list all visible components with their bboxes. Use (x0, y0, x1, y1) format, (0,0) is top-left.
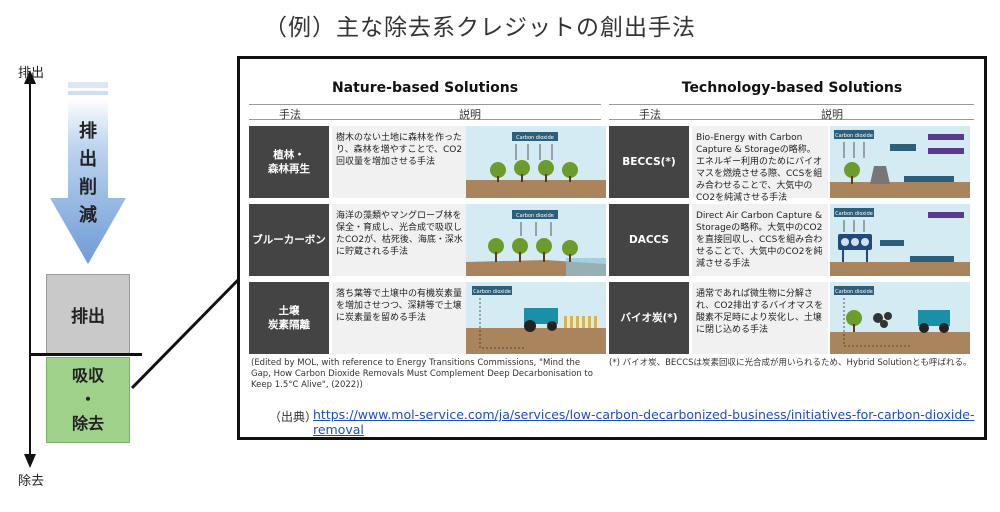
nature-footnote: (Edited by MOL, with reference to Energy… (251, 358, 593, 390)
emission-box-label: 排出 (71, 306, 105, 327)
baseline-divider (30, 353, 142, 356)
tech-row-label: バイオ炭(*) (609, 282, 689, 354)
removal-box: 吸収 ・ 除去 (46, 357, 130, 443)
tech-row-desc: Direct Air Carbon Capture & Storageの略称。大… (692, 204, 828, 276)
nature-row-label: ブルーカーボン (249, 204, 329, 276)
nature-row-desc: 海洋の藻類やマングローブ林を保全・育成し、光合成で吸収したCO2が、枯死後、海底… (332, 204, 468, 276)
img-tag: Carbon dioxide (516, 135, 554, 141)
tech-row-desc: 通常であれば微生物に分解され、CO2排出するバイオマスを酸素不足時により炭化し、… (692, 282, 828, 354)
tech-row-desc: Bio-Energy with Carbon Capture & Storage… (692, 126, 828, 203)
nature-row-desc: 樹木のない土地に森林を作ったり、森林を増やすことで、CO2回収量を増加させる手法 (332, 126, 468, 198)
reduction-label: 排出削減 (79, 121, 97, 226)
arrow-down-icon (24, 454, 36, 468)
daccs-illustration-icon: Carbon dioxide (830, 204, 970, 276)
tech-col-method: 手法 (639, 108, 661, 121)
reduction-arrow-icon (50, 82, 126, 264)
nature-header-row: 手法 説明 (249, 104, 601, 121)
removal-line-1: 吸収 (71, 366, 104, 385)
tech-row-label: BECCS(*) (609, 126, 689, 198)
nature-title: Nature-based Solutions (331, 80, 519, 96)
svg-text:Carbon dioxide: Carbon dioxide (516, 213, 554, 219)
nature-col-method: 手法 (279, 108, 301, 121)
emission-box: 排出 (46, 274, 130, 354)
soil-carbon-illustration-icon: Carbon dioxide (466, 282, 606, 354)
nature-col-desc: 説明 (459, 108, 481, 121)
biochar-illustration-icon: Carbon dioxide (830, 282, 970, 354)
arrow-up-icon (24, 70, 36, 84)
svg-text:Carbon dioxide: Carbon dioxide (473, 289, 511, 295)
source-link[interactable]: https://www.mol-service.com/ja/services/… (313, 407, 975, 437)
svg-text:Carbon dioxide: Carbon dioxide (835, 211, 873, 217)
svg-text:Carbon dioxide: Carbon dioxide (835, 289, 873, 295)
source-label: （出典） (269, 410, 318, 424)
beccs-illustration-icon: Carbon dioxide (830, 126, 970, 198)
tech-footnote: (*) バイオ炭、BECCSは炭素回収に光合成が用いられるため、Hybrid S… (609, 358, 972, 368)
tech-row-label: DACCS (609, 204, 689, 276)
removal-line-3: 除去 (71, 414, 104, 433)
reforestation-illustration-icon: Carbon dioxide (466, 126, 606, 198)
removal-line-2: ・ (79, 390, 96, 409)
svg-text:Carbon dioxide: Carbon dioxide (835, 133, 873, 139)
blue-carbon-illustration-icon: Carbon dioxide (466, 204, 606, 276)
vertical-axis (24, 70, 36, 468)
tech-col-desc: 説明 (821, 108, 843, 121)
axis-label-removal: 除去 (18, 474, 45, 489)
tech-header-row: 手法 説明 (609, 104, 974, 121)
page-title: （例）主な除去系クレジットの創出手法 (264, 15, 696, 41)
tech-title: Technology-based Solutions (681, 80, 903, 96)
nature-row-desc: 落ち葉等で土壌中の有機炭素量を増加させつつ、深耕等で土壌に炭素量を留める手法 (332, 282, 468, 354)
nature-row-label: 植林・ 森林再生 (249, 126, 329, 198)
nature-row-label: 土壌 炭素隔離 (249, 282, 329, 354)
axis-label-emission: 排出 (18, 66, 45, 81)
